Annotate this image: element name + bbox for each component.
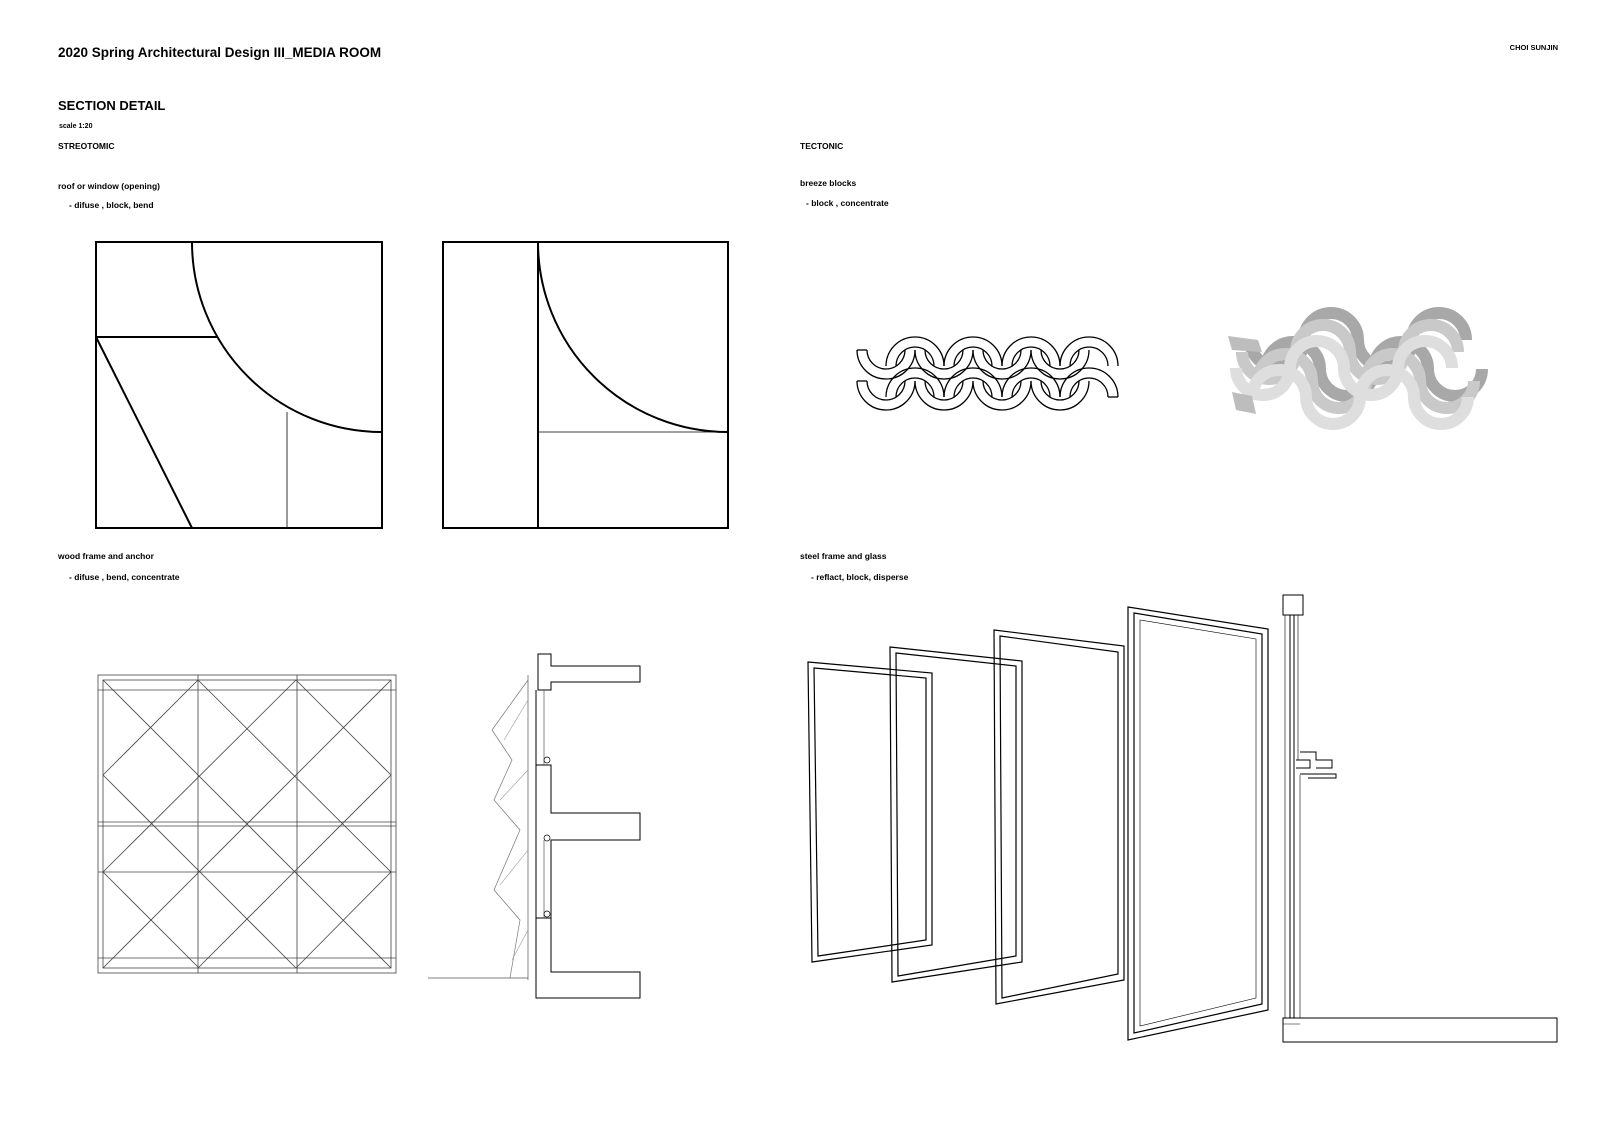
- steel-frame-exploded: [807, 606, 1269, 1041]
- column-label-streotomic: STREOTOMIC: [58, 141, 115, 151]
- roof-panel-qualities: - difuse , block, bend: [69, 200, 154, 210]
- breeze-block-elevation: [856, 336, 1119, 411]
- wood-frame-section: [428, 653, 641, 999]
- wood-panel-qualities: - difuse , bend, concentrate: [69, 572, 180, 582]
- wood-frame-elevation: [97, 674, 397, 974]
- steel-frame-section: [1282, 594, 1558, 1043]
- breeze-panel-label: breeze blocks: [800, 178, 857, 188]
- window-section-drawing: [442, 241, 729, 529]
- column-label-tectonic: TECTONIC: [800, 141, 844, 151]
- wood-panel-label: wood frame and anchor: [58, 551, 154, 561]
- steel-panel-label: steel frame and glass: [800, 551, 887, 561]
- roof-section-drawing: [95, 241, 383, 529]
- breeze-block-render: [1228, 307, 1488, 430]
- section-heading: SECTION DETAIL: [58, 98, 166, 113]
- scale-label: scale 1:20: [59, 123, 93, 130]
- steel-panel-qualities: - reflact, block, disperse: [811, 572, 909, 582]
- breeze-panel-qualities: - block , concentrate: [806, 198, 889, 208]
- roof-panel-label: roof or window (opening): [58, 181, 160, 191]
- page-title: 2020 Spring Architectural Design III_MED…: [58, 45, 382, 60]
- author-name: CHOI SUNJIN: [1509, 43, 1558, 52]
